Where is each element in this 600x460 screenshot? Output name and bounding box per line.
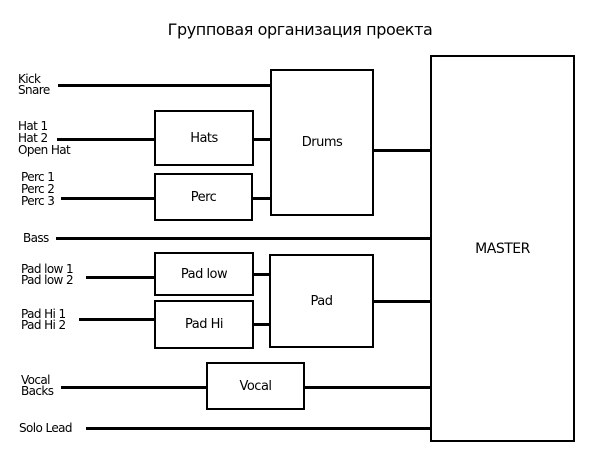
group-pad[interactable]: Pad: [269, 254, 374, 348]
group-vocal-label: Vocal: [239, 378, 272, 394]
group-pad-hi[interactable]: Pad Hi: [154, 300, 254, 349]
label-kick: Kick: [18, 72, 41, 86]
group-drums-label: Drums: [301, 135, 343, 150]
line-pad-to-master: [372, 300, 432, 303]
label-pad-hi2: Pad Hi 2: [21, 318, 66, 332]
group-perc[interactable]: Perc: [154, 173, 253, 221]
label-pad-low1: Pad low 1: [21, 262, 74, 276]
label-backs: Backs: [21, 384, 54, 398]
label-perc3: Perc 3: [21, 194, 55, 208]
label-perc2: Perc 2: [21, 182, 55, 196]
label-open-hat: Open Hat: [18, 143, 71, 157]
group-hats[interactable]: Hats: [154, 110, 254, 166]
label-bass: Bass: [23, 231, 49, 245]
line-solo-lead-to-master: [86, 427, 432, 430]
group-perc-label: Perc: [190, 189, 217, 205]
label-solo-lead: Solo Lead: [19, 421, 72, 435]
line-pad-low-to-pad: [252, 273, 272, 276]
group-drums[interactable]: Drums: [270, 69, 374, 216]
group-pad-hi-label: Pad Hi: [185, 317, 224, 332]
line-vocal-in: [61, 386, 208, 389]
line-pad-hi-to-pad: [252, 323, 272, 326]
group-pad-low-label: Pad low: [180, 266, 228, 282]
label-pad-low2: Pad low 2: [21, 273, 74, 287]
label-snare: Snare: [18, 83, 50, 97]
line-vocal-to-master: [303, 386, 432, 389]
line-hats-to-drums: [252, 138, 272, 141]
line-perc-in: [61, 197, 155, 200]
line-pad-low-in: [86, 276, 156, 279]
group-master[interactable]: MASTER: [430, 55, 575, 442]
diagram-title: Групповая организация проекта: [167, 20, 433, 39]
line-bass-to-master: [56, 237, 432, 240]
line-perc-to-drums: [251, 197, 272, 200]
line-pad-hi-in: [79, 318, 156, 321]
group-pad-low[interactable]: Pad low: [154, 252, 254, 296]
group-hats-label: Hats: [190, 130, 218, 146]
label-hat1: Hat 1: [18, 119, 48, 133]
line-drums-to-master: [372, 149, 432, 152]
label-vocal-input: Vocal: [21, 373, 51, 387]
line-kick-snare-to-drums: [58, 84, 272, 87]
label-pad-hi1: Pad Hi 1: [21, 307, 66, 321]
group-master-label: MASTER: [475, 240, 530, 257]
group-pad-label: Pad: [310, 293, 333, 309]
label-hat2: Hat 2: [18, 131, 48, 145]
line-hats-in: [57, 138, 155, 141]
label-perc1: Perc 1: [21, 170, 55, 184]
group-vocal[interactable]: Vocal: [206, 362, 305, 410]
